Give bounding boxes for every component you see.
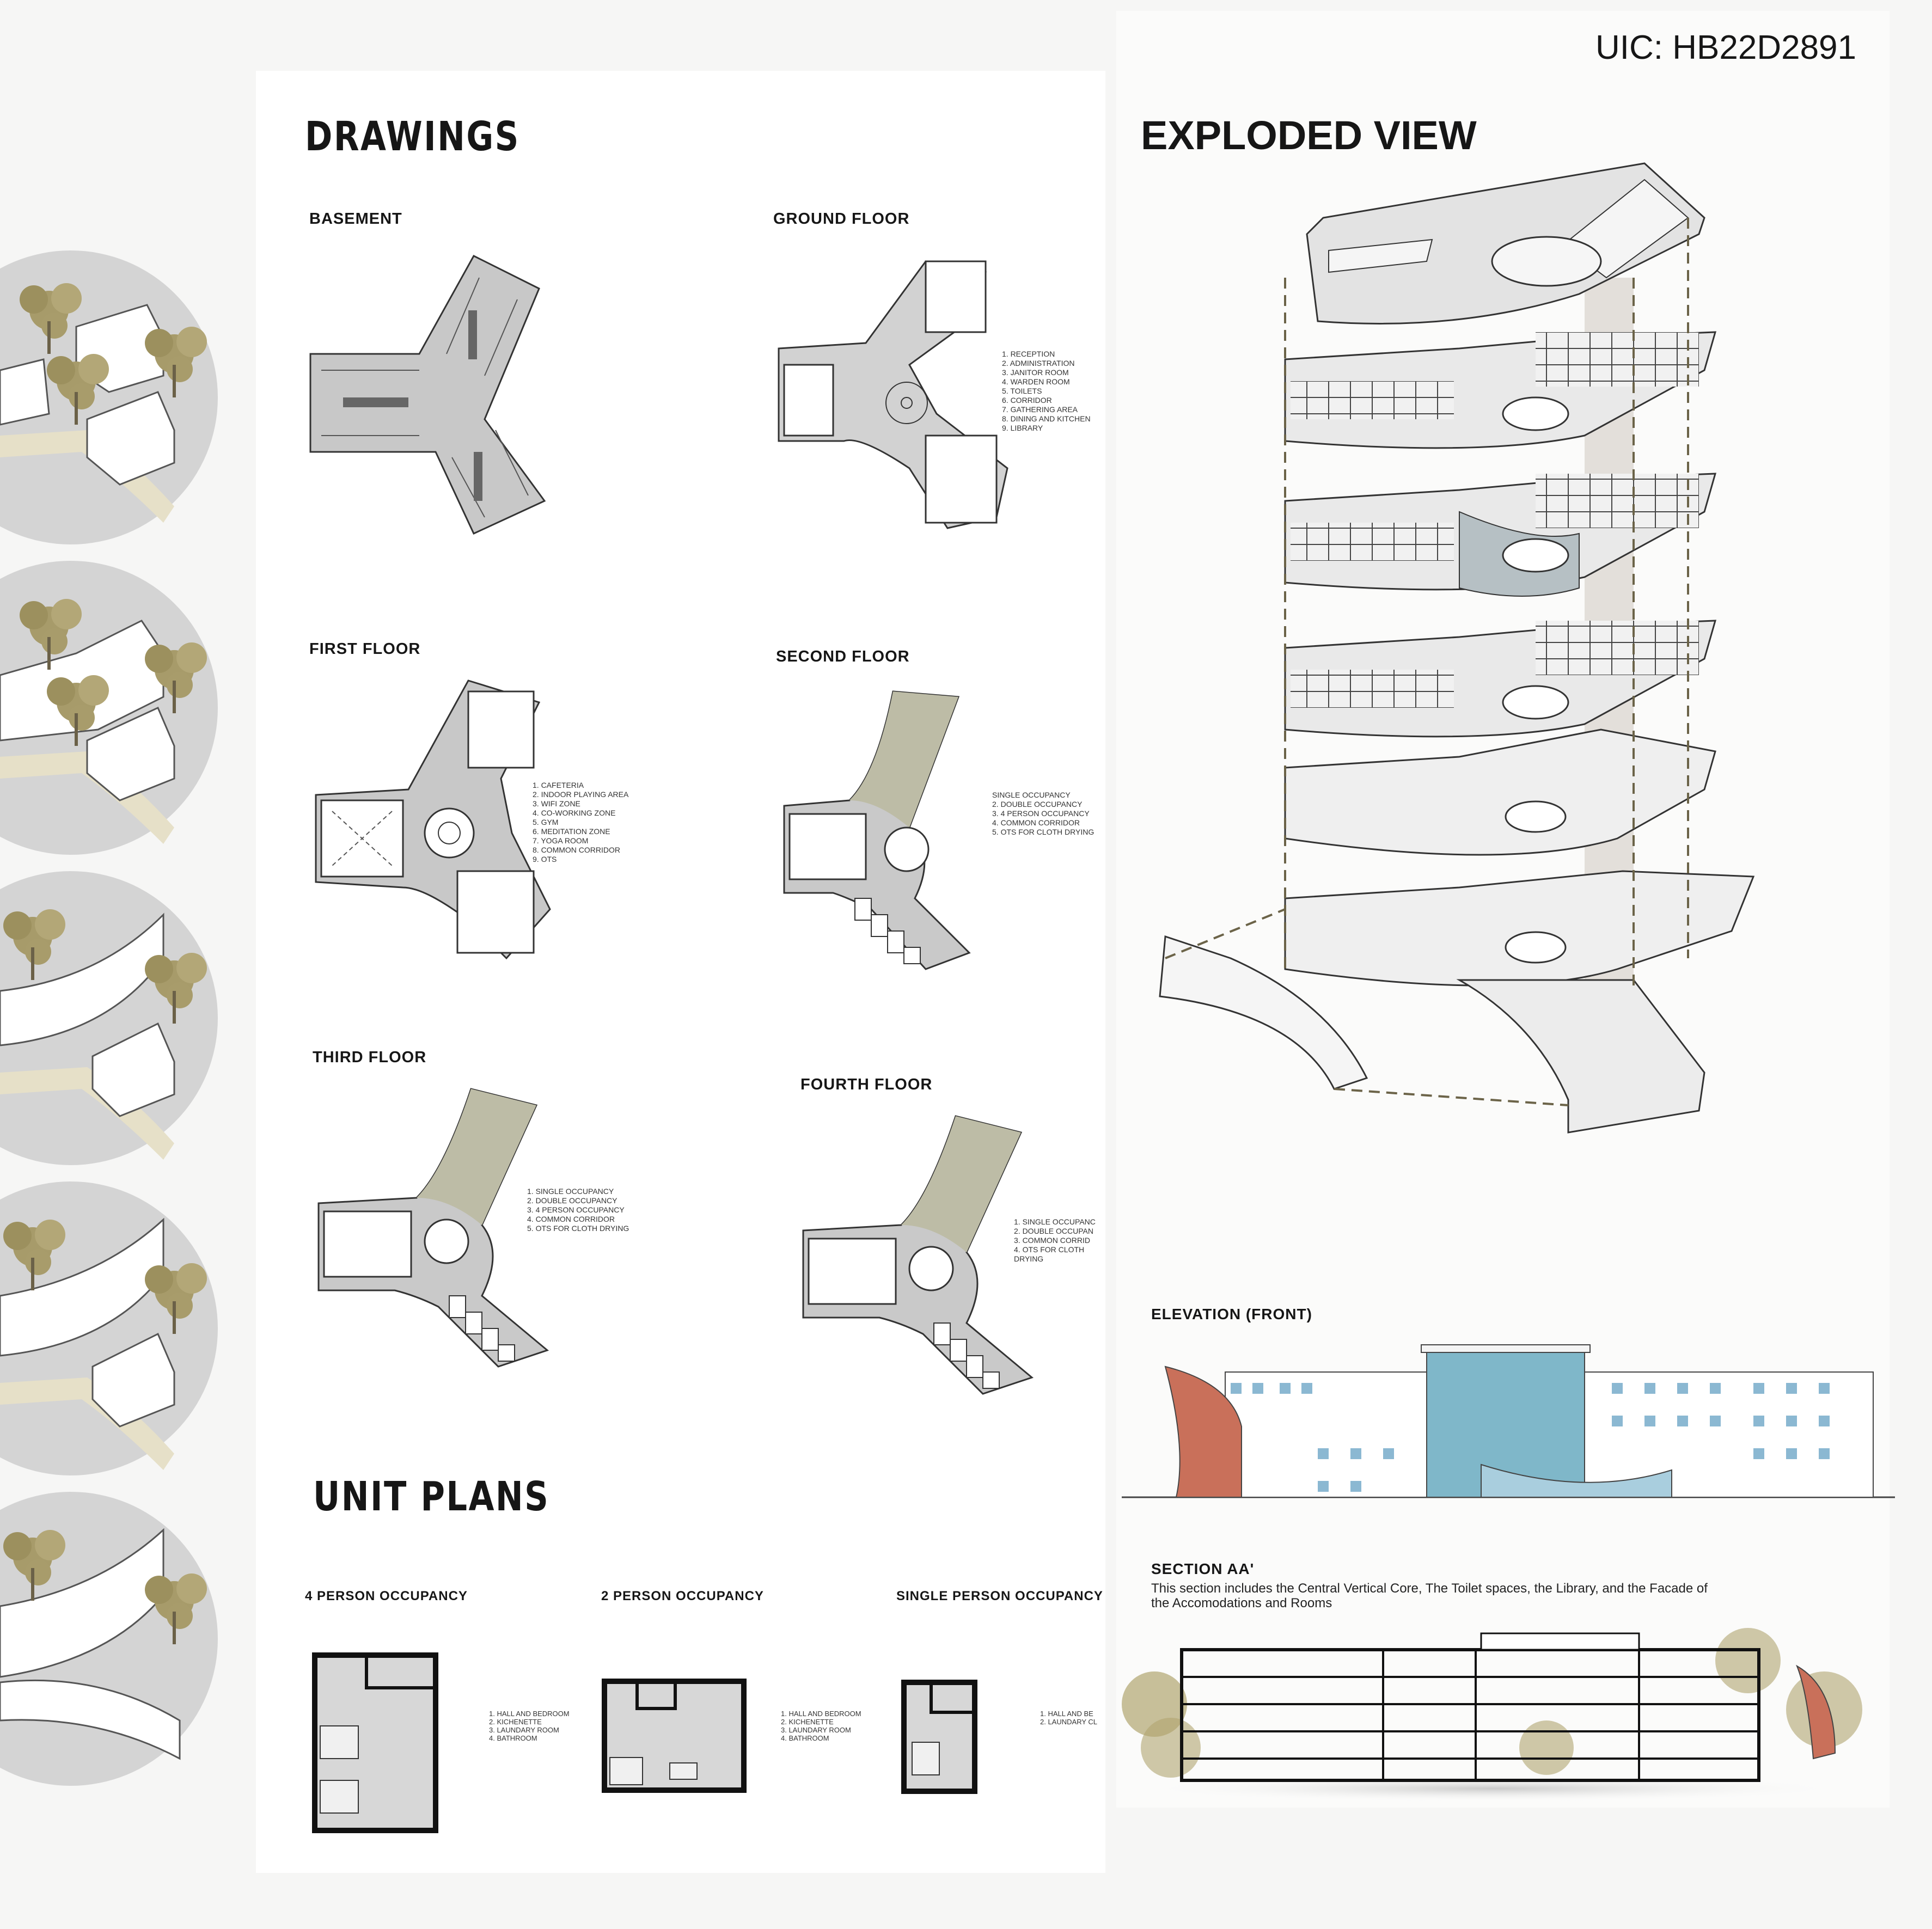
site-circle-4 [0, 1181, 218, 1475]
site-circle-5 [0, 1492, 218, 1786]
drawings-title: DRAWINGS [305, 113, 520, 160]
floor-plate-2 [1284, 620, 1717, 738]
roof-slab [1306, 162, 1705, 324]
unit-four-person-plan [312, 1652, 438, 1833]
first-floor-plan [315, 679, 551, 960]
floor-plate-4 [1284, 331, 1717, 449]
site-diagram-column [0, 250, 218, 1786]
second-floor-plan [783, 690, 971, 970]
site-circle-1 [0, 250, 218, 544]
basement-label: BASEMENT [309, 210, 402, 228]
unit-two-person-plan [602, 1679, 747, 1793]
exploded-view-title: EXPLODED VIEW [1141, 113, 1477, 158]
floor-plate-1 [1284, 728, 1716, 856]
section-aa-drawing [1122, 1628, 1862, 1802]
site-circle-2 [0, 561, 218, 855]
front-elevation [1122, 1344, 1895, 1498]
site-circle-3 [0, 871, 218, 1165]
terracotta-shell [1164, 1365, 1242, 1498]
section-description: This section includes the Central Vertic… [1151, 1581, 1708, 1610]
fourth-floor-label: FOURTH FLOOR [800, 1076, 933, 1093]
second-floor-label: SECOND FLOOR [776, 648, 910, 665]
first-floor-label: FIRST FLOOR [309, 640, 421, 658]
third-floor-plan [317, 1088, 549, 1368]
unit-two-person-label: 2 PERSON OCCUPANCY [601, 1589, 764, 1603]
basement-plan [309, 255, 546, 535]
exploded-axonometric [1159, 162, 1755, 1134]
unit-four-person-label: 4 PERSON OCCUPANCY [305, 1589, 468, 1603]
floor-plate-3 [1284, 473, 1717, 597]
ground-floor-plan [778, 260, 1008, 529]
floor-plate-ground [1284, 870, 1755, 987]
ground-floor-label: GROUND FLOOR [773, 210, 910, 228]
fourth-floor-plan [802, 1115, 1034, 1395]
elevation-label: ELEVATION (FRONT) [1151, 1306, 1312, 1322]
unit-single-person-label: SINGLE PERSON OCCUPANCY [896, 1589, 1103, 1603]
third-floor-label: THIRD FLOOR [313, 1049, 427, 1066]
unit-plans-title: UNIT PLANS [313, 1473, 550, 1520]
unit-single-person-plan [901, 1680, 977, 1794]
section-label: SECTION AA' [1151, 1560, 1255, 1577]
uic-code: UIC: HB22D2891 [1595, 29, 1857, 66]
floor-plate-basement [1456, 979, 1705, 1134]
